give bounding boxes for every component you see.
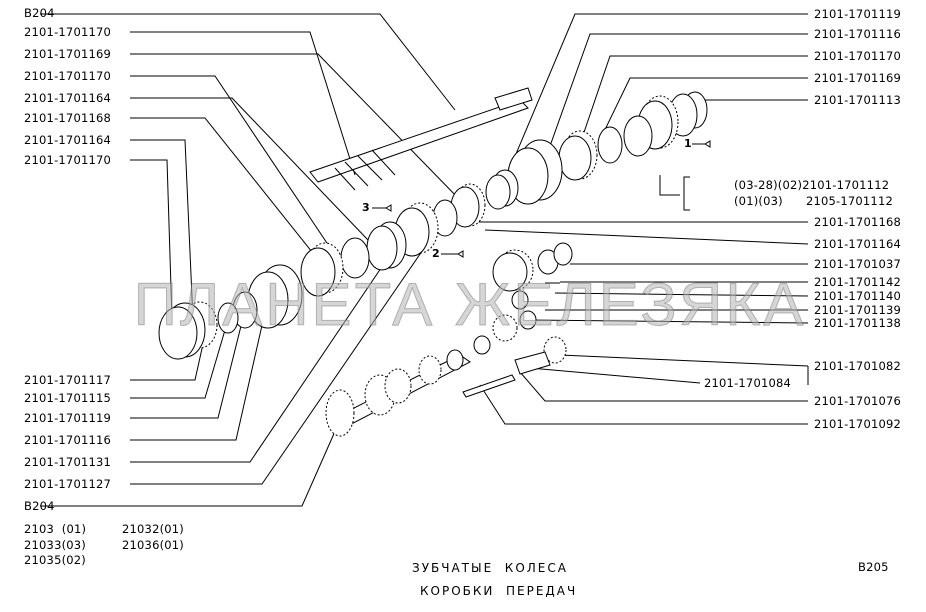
callout-number: 1	[684, 137, 692, 150]
leader-line	[554, 292, 809, 297]
variant-label: (01)(03) 2105-1701112	[734, 194, 893, 208]
leader-line	[130, 159, 173, 321]
leader-line	[504, 13, 808, 181]
model-label: 21036(01)	[122, 538, 184, 552]
leader-line	[479, 384, 808, 425]
countershaft-parts	[325, 242, 573, 437]
page-ref-top-left: B204	[24, 6, 55, 20]
part-label: 2101-1701170	[24, 153, 112, 167]
callout-number: 2	[432, 247, 440, 260]
part-label: 2101-1701082	[814, 359, 902, 373]
part-label: 2101-1701116	[24, 433, 112, 447]
primary-shaft	[309, 87, 533, 191]
part-label: 2101-1701113	[814, 93, 902, 107]
part-label: 2101-1701117	[24, 373, 112, 387]
leader-line	[599, 77, 808, 141]
leader-line	[130, 329, 226, 399]
callout-number: 3	[362, 201, 370, 214]
part-label: 2101-1701115	[24, 391, 112, 405]
leader-line	[519, 371, 808, 402]
leader-line	[459, 214, 808, 223]
leader-line	[577, 55, 808, 151]
leader-line	[130, 224, 441, 485]
part-label: 2101-1701164	[24, 133, 112, 147]
part-label: 2101-1701139	[814, 303, 902, 317]
leader-line	[529, 367, 701, 384]
part-label: 2101-1701131	[24, 455, 112, 469]
caption-line-2: КОРОБКИ ПЕРЕДАЧ	[420, 584, 578, 598]
leader-line	[559, 354, 809, 367]
part-label: 2101-1701164	[814, 237, 902, 251]
leader-line	[130, 334, 206, 381]
part-label: 2101-1701138	[814, 316, 902, 330]
part-label: 2101-1701169	[814, 71, 902, 85]
leader-line	[40, 419, 341, 507]
part-label: 2101-1701170	[24, 69, 112, 83]
leader-line	[130, 117, 321, 263]
part-label: 2101-1701170	[24, 25, 112, 39]
page-ref-bottom-left: B204	[24, 499, 55, 513]
leader-line	[130, 53, 461, 201]
watermark-text: ПЛАНЕТА ЖЕЛЕЗЯКА	[133, 271, 807, 339]
leader-line	[683, 176, 690, 211]
leader-line	[529, 319, 809, 324]
part-label: 2101-1701119	[814, 7, 902, 21]
part-label: 2101-1701168	[814, 215, 902, 229]
leader-line	[484, 229, 809, 245]
leader-line	[130, 75, 336, 256]
leader-line	[130, 97, 369, 241]
leader-line	[659, 175, 680, 196]
model-label: 21035(02)	[24, 553, 86, 567]
part-label: 2101-1701164	[24, 91, 112, 105]
part-label: 2101-1701116	[814, 27, 902, 41]
leader-line	[130, 31, 356, 176]
leader-line	[130, 309, 246, 419]
model-label: 21033(03)	[24, 538, 86, 552]
part-label: 2101-1701142	[814, 275, 902, 289]
model-label: 2103 (01)	[24, 522, 87, 536]
part-label: 2101-1701169	[24, 47, 112, 61]
leader-line	[544, 33, 808, 161]
caption-line-1: ЗУБЧАТЫЕ КОЛЕСА	[412, 561, 568, 575]
variant-label: (03-28)(02)2101-1701112	[734, 178, 890, 192]
part-label: 2101-1701076	[814, 394, 902, 408]
page-ref-bottom-right: B205	[858, 560, 889, 574]
part-label: 2101-1701119	[24, 411, 112, 425]
part-label: 2101-1701127	[24, 477, 112, 491]
part-label: 2101-1701084	[704, 376, 792, 390]
leader-line	[130, 139, 194, 321]
leader-line	[40, 13, 456, 111]
part-label: 2101-1701140	[814, 289, 902, 303]
callout-arrows	[372, 140, 711, 284]
part-label: 2101-1701170	[814, 49, 902, 63]
model-label: 21032(01)	[122, 522, 184, 536]
part-label: 2101-1701092	[814, 417, 902, 431]
part-label: 2101-1701168	[24, 111, 112, 125]
leader-line	[130, 289, 271, 441]
part-label: 2101-1701037	[814, 257, 902, 271]
leader-line	[130, 239, 401, 463]
main-axis-parts	[158, 91, 708, 360]
